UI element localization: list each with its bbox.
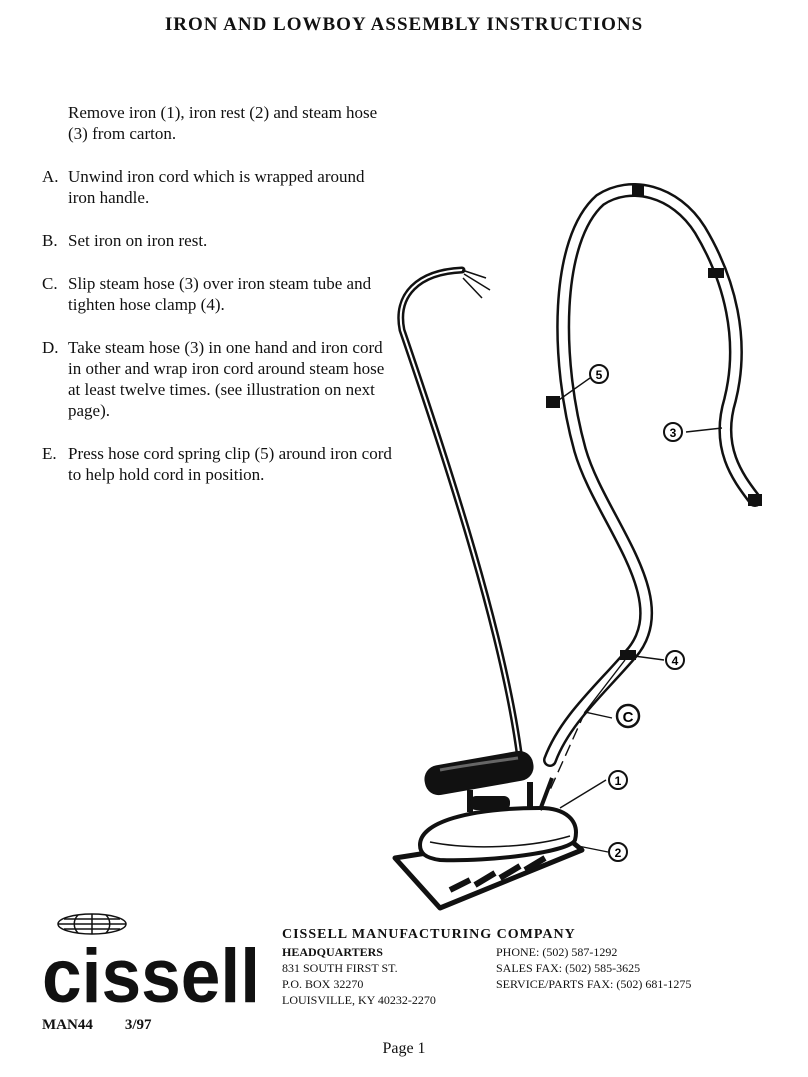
address-line-2: P.O. BOX 32270: [282, 977, 364, 991]
step-marker: [42, 102, 68, 144]
callout-1: 1: [608, 770, 628, 790]
service-parts-fax: SERVICE/PARTS FAX: (502) 681-1275: [496, 977, 692, 991]
callout-4: 4: [665, 650, 685, 670]
document-title: IRON AND LOWBOY ASSEMBLY INSTRUCTIONS: [164, 14, 644, 35]
step-text: Press hose cord spring clip (5) around i…: [68, 444, 392, 484]
callout-5: 5: [589, 364, 609, 384]
callout-label: 1: [615, 774, 622, 788]
hose-clamp: [620, 650, 636, 660]
intro-text: Remove iron (1), iron rest (2) and steam…: [68, 103, 378, 143]
step-a: A. Unwind iron cord which is wrapped aro…: [42, 166, 392, 208]
step-c: C. Slip steam hose (3) over iron steam t…: [42, 273, 392, 315]
callout-2: 2: [608, 842, 628, 862]
company-row: 831 SOUTH FIRST ST. SALES FAX: (502) 585…: [282, 960, 802, 976]
address-line-1: 831 SOUTH FIRST ST.: [282, 961, 398, 975]
iron: [417, 750, 578, 863]
company-row: P.O. BOX 32270 SERVICE/PARTS FAX: (502) …: [282, 976, 802, 992]
spring-clip: [546, 396, 560, 408]
page-number: Page 1: [382, 1040, 426, 1057]
steam-hose-inner: [545, 185, 760, 765]
callout-label: 3: [670, 426, 677, 440]
callout-label: 2: [615, 846, 622, 860]
step-text: Slip steam hose (3) over iron steam tube…: [68, 274, 372, 314]
logo-wordmark: cissell: [42, 934, 260, 1012]
callout-label: 4: [672, 654, 679, 668]
hose-clip: [632, 184, 644, 196]
callout-c: C: [615, 703, 641, 729]
company-name: CISSELL MANUFACTURING COMPANY: [282, 927, 576, 942]
callout-label: 5: [596, 368, 603, 382]
step-marker: C.: [42, 274, 58, 293]
globe-icon: [57, 913, 127, 935]
step-text: Set iron on iron rest.: [68, 231, 208, 250]
manual-number: MAN44: [42, 1017, 93, 1033]
headquarters-label: HEADQUARTERS: [282, 945, 383, 959]
leader-lines: [549, 377, 723, 853]
iron-cord: [397, 266, 524, 764]
company-row: HEADQUARTERS PHONE: (502) 587-1292: [282, 944, 802, 960]
hose-end-fitting: [748, 494, 762, 506]
step-text: Unwind iron cord which is wrapped around…: [68, 167, 365, 207]
step-marker: D.: [42, 338, 59, 357]
phone-number: PHONE: (502) 587-1292: [496, 945, 618, 959]
company-info: CISSELL MANUFACTURING COMPANY HEADQUARTE…: [282, 927, 802, 1008]
address-line-3: LOUISVILLE, KY 40232-2270: [282, 993, 436, 1007]
callout-3: 3: [663, 422, 683, 442]
company-row: LOUISVILLE, KY 40232-2270: [282, 992, 802, 1008]
document-code: MAN44 3/97: [42, 1017, 152, 1034]
iron-cord-highlight: [399, 269, 521, 761]
manual-date: 3/97: [124, 1017, 152, 1033]
step-e: E. Press hose cord spring clip (5) aroun…: [42, 443, 392, 485]
instruction-list: Remove iron (1), iron rest (2) and steam…: [42, 102, 392, 507]
step-marker: A.: [42, 167, 59, 186]
step-marker: B.: [42, 231, 58, 250]
iron-assembly-illustration: 1 2 3 4 5 C: [392, 183, 762, 911]
step-d: D. Take steam hose (3) in one hand and i…: [42, 337, 392, 421]
intro-step: Remove iron (1), iron rest (2) and steam…: [42, 102, 392, 144]
cord-wire-ends: [461, 269, 491, 299]
hose-clip: [708, 268, 724, 278]
iron-handle: [424, 750, 534, 796]
cissell-logo: cissell: [42, 913, 260, 1012]
iron-steam-tube: [538, 777, 554, 811]
step-marker: E.: [42, 444, 57, 463]
sales-fax: SALES FAX: (502) 585-3625: [496, 961, 641, 975]
step-b: B. Set iron on iron rest.: [42, 230, 392, 251]
callout-label: C: [623, 709, 634, 726]
step-text: Take steam hose (3) in one hand and iron…: [68, 338, 385, 420]
